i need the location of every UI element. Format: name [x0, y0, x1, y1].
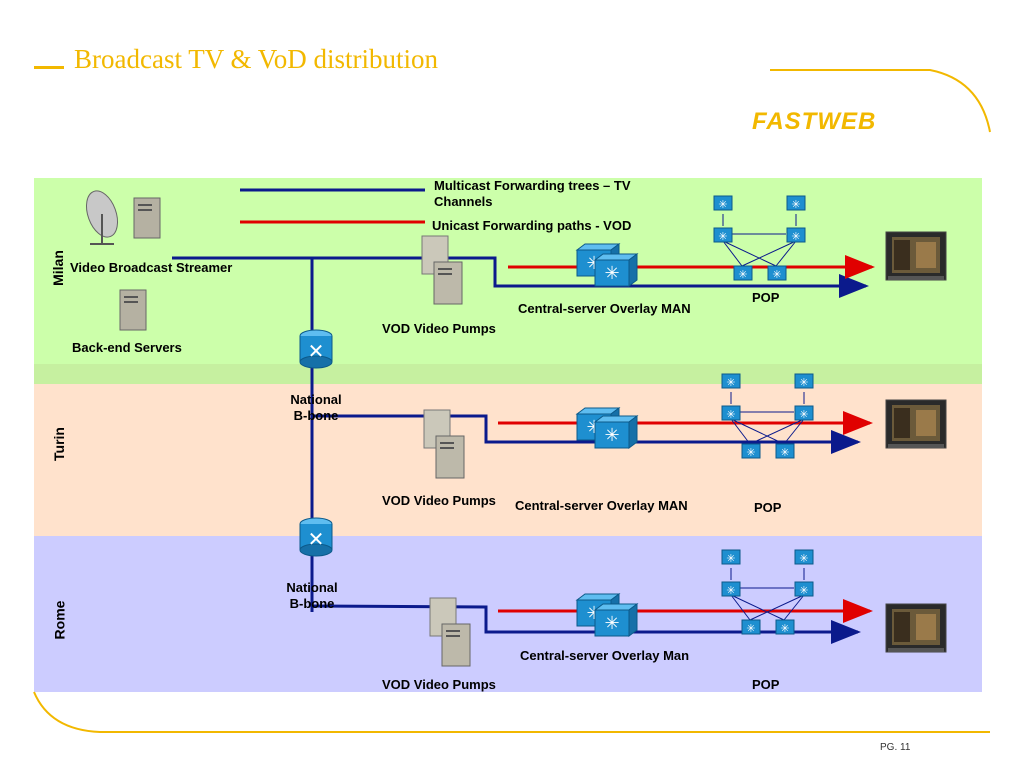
rome-multicast-path: [311, 604, 861, 644]
fastweb-logo: FASTWEB: [752, 108, 877, 135]
backbone-router-icon-1: [299, 329, 333, 369]
milan-region-label: Milan: [49, 250, 66, 286]
turin-overlay-switch-icon-2: [594, 415, 638, 449]
milan-vod-pumps-label: VOD Video Pumps: [382, 321, 496, 336]
frame-top-right: [770, 69, 991, 133]
title-dash: [34, 66, 64, 69]
turin-tv-icon: [885, 399, 947, 449]
rome-region-label: Rome: [51, 600, 68, 640]
milan-multicast-path: [172, 256, 869, 298]
rome-pop-cluster: [721, 549, 814, 636]
milan-tv-icon: [885, 231, 947, 281]
page-number: PG. 11: [880, 742, 911, 753]
turin-vod-pumps-label: VOD Video Pumps: [382, 493, 496, 508]
turin-pop-label: POP: [754, 500, 782, 515]
backbone-router-icon-2: [299, 517, 333, 557]
turin-band: [34, 384, 982, 536]
rome-pop-label: POP: [752, 677, 780, 692]
rome-overlay-label: Central-server Overlay Man: [520, 648, 690, 663]
rome-overlay-switch-icon-2: [594, 603, 638, 637]
turin-backbone-label: National B-bone: [290, 392, 342, 423]
rome-band: [34, 536, 982, 692]
legend-multicast-label: Multicast Forwarding trees – TV Channels: [434, 178, 631, 209]
frame-bottom: [33, 691, 990, 733]
turin-overlay-label: Central-server Overlay MAN: [515, 498, 688, 513]
rome-backbone-label: National B-bone: [286, 580, 338, 611]
milan-pop-label: POP: [752, 290, 780, 305]
turin-multicast-path: [312, 414, 861, 454]
milan-band: [34, 178, 982, 364]
band-separator: [34, 364, 982, 384]
milan-overlay-switch-icon-2: [594, 253, 638, 287]
rome-vod-pumps-label: VOD Video Pumps: [382, 677, 496, 692]
video-broadcast-streamer-label: Video Broadcast Streamer: [70, 260, 233, 275]
turin-vod-pump-icon: [423, 409, 465, 479]
streamer-server-icon: [133, 197, 161, 239]
legend-unicast-label: Unicast Forwarding paths - VOD: [432, 218, 632, 233]
rome-tv-icon: [885, 603, 947, 653]
back-end-servers-label: Back-end Servers: [72, 340, 182, 355]
milan-overlay-label: Central-server Overlay MAN: [518, 301, 691, 316]
turin-pop-cluster: [721, 373, 814, 460]
backend-server-icon: [119, 289, 147, 331]
slide-title: Broadcast TV & VoD distribution: [74, 44, 439, 74]
turin-region-label: Turin: [50, 427, 67, 461]
milan-pop-cluster: [713, 195, 806, 282]
milan-vod-pump-icon: [421, 235, 463, 305]
satellite-dish-icon: [85, 190, 119, 245]
